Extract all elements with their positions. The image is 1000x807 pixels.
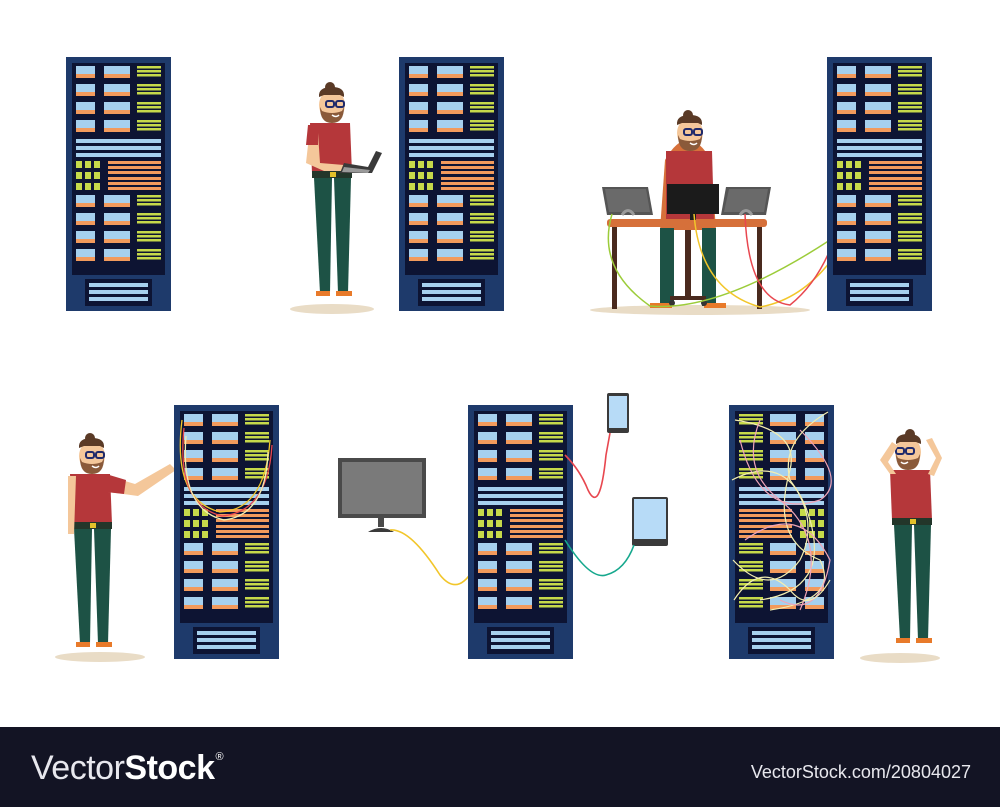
server-rack-1 [66, 57, 171, 311]
server-rack-4 [174, 405, 279, 659]
registered-mark-icon: ® [215, 751, 224, 763]
tablet [632, 497, 668, 546]
monitor-right [721, 187, 771, 216]
smartphone [607, 393, 629, 433]
server-rack-2 [399, 57, 504, 311]
confused-engineer [860, 428, 942, 663]
footer-bar: VectorStock® VectorStock.com/20804027 [0, 727, 1000, 807]
engineer-pointing [55, 432, 176, 662]
rack-with-devices [338, 393, 668, 659]
tangled-server-rack [729, 405, 834, 659]
desktop-monitor [338, 458, 426, 532]
server-room-illustration [55, 0, 942, 663]
monitor-left [602, 187, 653, 216]
stock-image-id: VectorStock.com/20804027 [750, 762, 971, 782]
engineer-with-laptop [290, 81, 382, 314]
engineer-at-desk [590, 109, 831, 315]
server-rack-3 [827, 57, 932, 311]
brand-light: Vector [31, 749, 125, 787]
monitor-center [667, 184, 719, 220]
brand-bold: Stock [124, 749, 215, 787]
vectorstock-logo[interactable]: VectorStock® [31, 749, 224, 788]
